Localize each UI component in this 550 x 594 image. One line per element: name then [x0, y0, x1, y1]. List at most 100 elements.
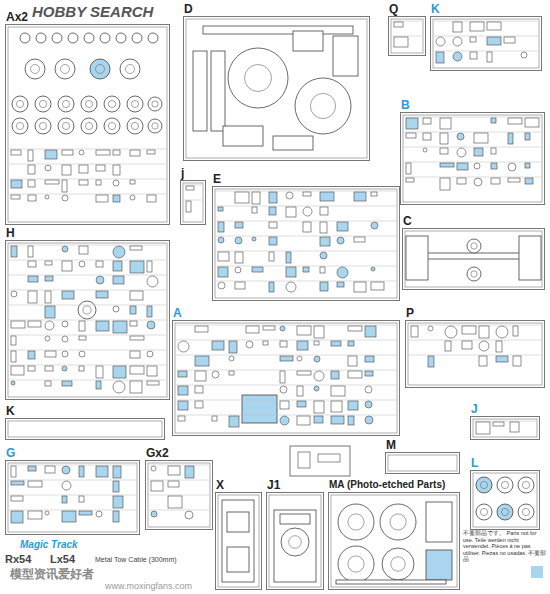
part	[168, 481, 179, 487]
sprue-letter: Q	[389, 3, 398, 15]
round-part	[12, 96, 28, 112]
part	[96, 150, 110, 155]
sprue-frame: K	[5, 418, 165, 440]
part	[113, 195, 120, 202]
part	[504, 37, 515, 43]
part	[11, 366, 24, 375]
part	[11, 150, 21, 155]
round-part-hub	[310, 93, 335, 118]
part	[178, 371, 187, 377]
part	[436, 52, 444, 63]
part	[487, 52, 492, 62]
runner	[392, 36, 422, 37]
runner	[184, 200, 202, 201]
runner	[404, 147, 541, 148]
runner	[176, 355, 396, 356]
part	[212, 341, 224, 350]
round-part	[521, 52, 527, 58]
round-part	[90, 59, 110, 79]
round-part	[147, 321, 155, 329]
part	[96, 261, 103, 267]
part	[354, 237, 365, 242]
part	[168, 466, 180, 475]
sprue-frame: Q	[388, 16, 426, 56]
part	[28, 150, 33, 161]
sprue-letter: X	[216, 479, 224, 491]
part	[130, 246, 142, 250]
sprue-letter: E	[213, 173, 221, 185]
part	[28, 246, 33, 257]
round-part	[453, 52, 462, 61]
runner	[9, 495, 136, 496]
part	[406, 163, 411, 174]
part	[508, 133, 513, 144]
round-part	[479, 341, 489, 351]
round-part	[467, 267, 481, 281]
part	[493, 422, 504, 426]
sprue-letter: K	[6, 405, 15, 417]
part	[269, 222, 277, 228]
part	[45, 276, 53, 281]
part	[508, 118, 522, 124]
sprue-frame: G	[5, 460, 140, 535]
part	[320, 207, 328, 215]
sprue-frame: Ax2	[5, 24, 170, 225]
round-part	[35, 96, 51, 112]
part	[470, 37, 476, 42]
note-label: 模型资讯爱好者	[10, 566, 94, 583]
round-part	[36, 33, 46, 43]
round-part	[68, 33, 78, 43]
part	[62, 496, 67, 503]
part	[113, 261, 122, 271]
part	[293, 31, 323, 51]
part	[11, 180, 22, 188]
part	[280, 514, 310, 524]
round-part	[178, 341, 189, 352]
runner	[404, 117, 541, 118]
part	[273, 136, 313, 150]
part	[406, 133, 416, 138]
note-label: Metal Tow Cable (300mm)	[95, 556, 177, 563]
part	[212, 416, 217, 421]
runner	[216, 191, 396, 192]
runner	[9, 164, 166, 165]
part	[513, 356, 521, 366]
round-part	[457, 133, 464, 140]
round-part	[100, 33, 110, 43]
part	[280, 341, 287, 347]
sprue-frame: E	[212, 186, 400, 301]
round-part	[148, 97, 162, 111]
part	[252, 207, 257, 213]
part	[28, 351, 35, 359]
part	[62, 261, 72, 271]
sprue-frame: Gx2	[145, 460, 213, 530]
sprue-letter: A	[173, 307, 182, 319]
part	[337, 282, 344, 287]
runner	[9, 335, 166, 336]
part	[491, 148, 496, 154]
part	[130, 261, 144, 273]
sprue-frame: M	[385, 452, 460, 474]
part	[229, 371, 234, 375]
runner	[149, 495, 209, 496]
part	[218, 267, 228, 277]
sprue-frame: X	[215, 492, 262, 590]
part	[348, 401, 358, 410]
note-label: Magic Track	[20, 539, 78, 550]
round-part	[365, 416, 373, 424]
round-part	[35, 118, 51, 134]
round-part	[496, 326, 508, 338]
part	[457, 178, 466, 184]
round-part	[218, 282, 225, 289]
part	[280, 371, 285, 383]
round-part	[45, 195, 49, 199]
round-part	[55, 59, 75, 79]
runner	[433, 19, 539, 68]
part	[491, 178, 500, 184]
runner	[176, 370, 396, 371]
sprue-letter: M	[386, 439, 396, 451]
part	[130, 366, 144, 374]
round-part-hub	[289, 536, 302, 549]
sprue-letter: K	[431, 3, 440, 15]
